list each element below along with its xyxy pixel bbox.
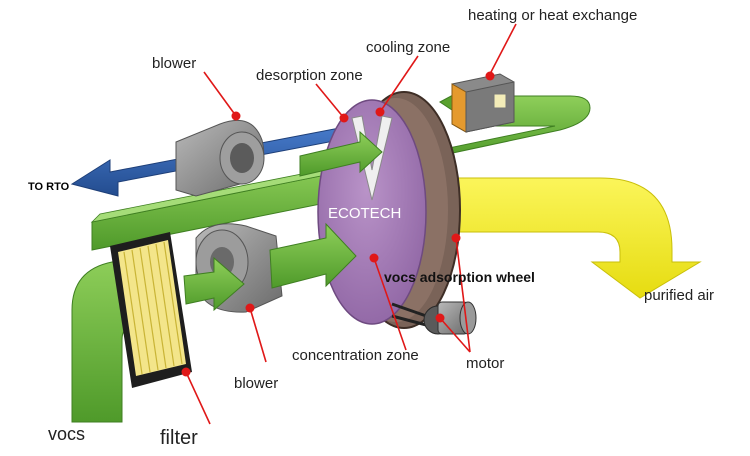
label-heating: heating or heat exchange: [468, 7, 637, 24]
purified-air-duct: [439, 177, 702, 299]
label-wheel: vocs adsorption wheel: [384, 269, 535, 285]
label-filter: filter: [160, 427, 198, 449]
desorption-inflow-arrow: [299, 130, 383, 177]
label-to-rto: TO RTO: [28, 181, 70, 193]
label-purified-air: purified air: [644, 287, 714, 304]
label-cooling-zone: cooling zone: [366, 39, 450, 56]
label-blower-top: blower: [152, 55, 196, 72]
label-blower-bottom: blower: [234, 375, 278, 392]
blower-top: [175, 120, 265, 197]
heater-box: [451, 73, 515, 133]
callout-dots: [181, 71, 495, 377]
label-concentration-zone: concentration zone: [292, 347, 419, 364]
label-motor: motor: [466, 355, 504, 372]
label-desorption-zone: desorption zone: [256, 67, 363, 84]
label-brand: ECOTECH: [328, 205, 401, 222]
callout-lines: [185, 23, 517, 425]
filter: [110, 232, 192, 388]
label-vocs: vocs: [48, 424, 85, 444]
adsorption-flow-arrows: [183, 222, 357, 312]
